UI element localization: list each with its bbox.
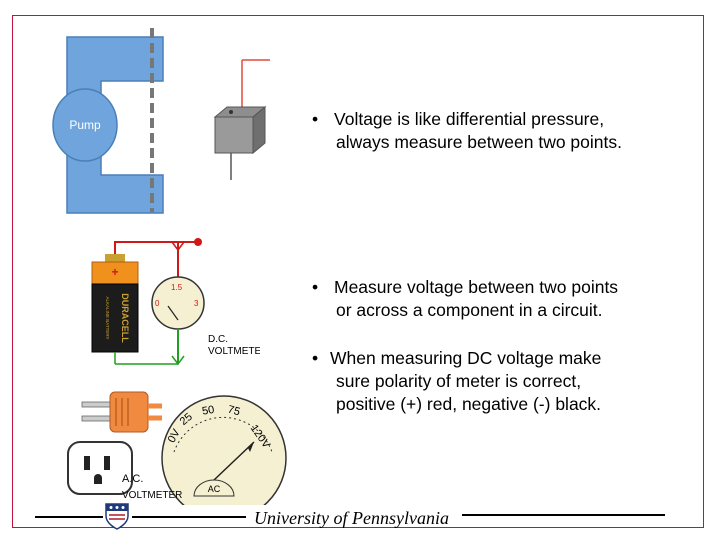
dashed-divider: [150, 28, 154, 212]
ac-caption-line2: VOLTMETER: [122, 490, 182, 501]
bullet-line: always measure between two points.: [336, 132, 622, 152]
slide-frame: [12, 15, 704, 528]
ac-voltmeter-diagram: 0V 25 50 75 120V AC A.C. VOLTMETER: [67, 391, 287, 505]
dc-tick-3: 3: [194, 299, 199, 308]
ac-tick-75: 75: [226, 404, 241, 419]
bullet-marker: •: [312, 348, 319, 368]
component-box-diagram: [213, 59, 270, 180]
plug-prong-bottom: [81, 415, 113, 422]
dc-voltmeter-diagram: + DURACELL ALKALINE BATTERY 0 1.5 3 D.C.…: [91, 238, 260, 366]
battery-subtext: ALKALINE BATTERY: [105, 296, 110, 339]
battery-cap: [105, 254, 125, 262]
bullet-dc-polarity: • When measuring DC voltage make sure pol…: [312, 347, 601, 416]
bullet-line: positive (+) red, negative (-) black.: [336, 394, 602, 414]
ac-meter-face: [161, 395, 287, 505]
ac-label-bump: [193, 479, 235, 497]
battery-plus: +: [111, 265, 118, 279]
bullet-line: Measure voltage between two points: [334, 277, 619, 297]
footer-rule-mid: [132, 516, 246, 518]
dc-caption-line2: VOLTMETER: [208, 346, 260, 357]
footer-rule-right: [462, 514, 665, 516]
bullet-marker: •: [312, 109, 319, 129]
ac-label: AC: [208, 484, 221, 494]
bullet-measure-across: • Measure voltage between two points or a…: [312, 276, 618, 322]
outlet-plate: [67, 441, 133, 495]
bullet-marker: •: [312, 277, 319, 297]
footer-rule-left: [35, 516, 103, 518]
dc-needle: [167, 305, 179, 321]
ac-needle: [213, 441, 255, 481]
pump-pipe: [66, 36, 164, 214]
bullet-line: Voltage is like differential pressure,: [334, 109, 605, 129]
pump-label: Pump: [69, 118, 101, 132]
dc-caption-line1: D.C.: [208, 334, 228, 345]
bullet-voltage-pressure: •Voltage is like differential pressure, …: [312, 108, 622, 154]
dc-tick-1-5: 1.5: [171, 283, 183, 292]
dc-tick-0: 0: [155, 299, 160, 308]
battery-brand: DURACELL: [120, 293, 130, 343]
pump-body: [52, 88, 118, 162]
plug-body: [109, 391, 149, 433]
ac-tick-50: 50: [201, 404, 215, 418]
bullet-line: When measuring DC voltage make: [330, 348, 602, 368]
box-front: [214, 116, 254, 154]
bullet-line: or across a component in a circuit.: [336, 300, 603, 320]
penn-shield-logo: [105, 503, 129, 530]
footer-university-name: University of Pennsylvania: [254, 508, 449, 528]
red-probe-tip: [194, 238, 202, 246]
pump-diagram: Pump: [52, 36, 164, 214]
plug-cord: [148, 403, 162, 421]
red-lead: [114, 241, 198, 258]
bullet-line: sure polarity of meter is correct,: [336, 371, 582, 391]
plug-prong-top: [81, 401, 113, 408]
battery-body: [91, 283, 139, 353]
ac-caption-line1: A.C.: [122, 473, 143, 485]
